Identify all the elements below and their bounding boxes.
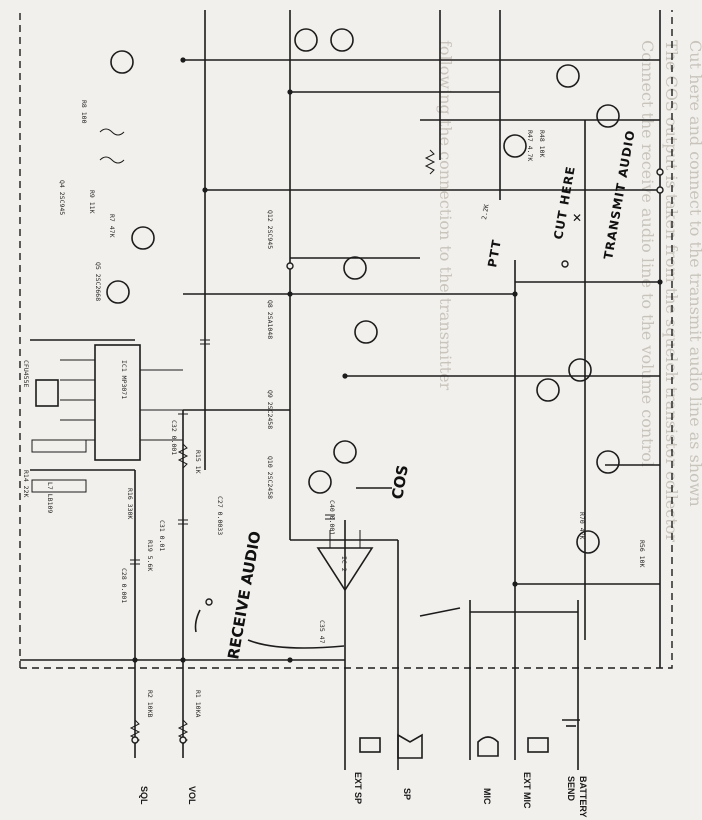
label-q8: Q8 2SA1048 — [266, 300, 274, 339]
label-r19: R19 5.6K — [146, 540, 154, 571]
label-r15: R15 1K — [194, 450, 202, 474]
label-r16: R16 330K — [126, 488, 134, 519]
label-r2: R2 10KB — [146, 690, 154, 717]
handwritten-annotations: RECEIVE AUDIO TRANSMIT AUDIO CUT HERE ✕ … — [194, 129, 638, 661]
svg-text:Cut here and connect to the tr: Cut here and connect to the transmit aud… — [686, 40, 702, 507]
board-outline — [19, 10, 673, 669]
cut-here-note: CUT HERE — [551, 165, 578, 241]
ic1-chip: IC1 MP3071 CFU455E — [22, 344, 183, 461]
bus-wires — [134, 10, 661, 770]
cut-x-mark: ✕ — [572, 211, 583, 225]
label-c27: C27 0.0033 — [216, 496, 224, 535]
label-r70: R70 47K — [578, 512, 586, 539]
label-r48: R48 10K — [538, 130, 546, 157]
label-q5: Q5 2SC2668 — [94, 262, 102, 301]
cos-note: COS — [388, 464, 412, 501]
filter-label: CFU455E — [22, 360, 30, 387]
label-battery: BATTERY — [578, 776, 588, 818]
connector-labels: SQL VOL EXT SP SP MIC EXT MIC SEND BATTE… — [139, 772, 588, 818]
label-ext-sp: EXT SP — [353, 772, 363, 804]
label-q12: Q12 2SC945 — [266, 210, 274, 249]
passive-components — [31, 128, 436, 745]
component-labels: R2 10KB R1 10KA R15 1K R19 5.6K R16 330K… — [22, 100, 646, 717]
label-r56: R56 10K — [638, 540, 646, 567]
junctions — [131, 57, 664, 744]
ic2-opamp: IC 2 — [316, 530, 374, 640]
label-vol: VOL — [187, 786, 197, 805]
transistors — [106, 28, 620, 554]
label-mic: MIC — [482, 788, 492, 805]
bottom-jacks — [359, 607, 580, 759]
label-r9: R9 11K — [88, 190, 96, 214]
ic2-label: IC 2 — [340, 556, 348, 572]
label-c31: C31 0.01 — [158, 520, 166, 551]
label-r7: R7 47K — [108, 214, 116, 238]
label-c35: C35 47 — [318, 620, 326, 644]
horizontal-wires — [20, 59, 660, 661]
label-l7: L7 LB109 — [46, 482, 54, 513]
bleed-through-text: Cut here and connect to the transmit aud… — [638, 40, 702, 542]
label-c40: C40 0.001 — [328, 500, 336, 535]
ptt-note: PTT — [485, 238, 504, 268]
svg-text:Connect the receive audio line: Connect the receive audio line to the vo… — [638, 40, 657, 467]
label-q4: Q4 2SC945 — [58, 180, 66, 215]
label-send: SEND — [566, 776, 576, 802]
label-q9: Q9 2SC2458 — [266, 390, 274, 429]
label-sp: SP — [402, 788, 412, 800]
ic1-label: IC1 MP3071 — [120, 360, 128, 399]
receive-audio-note: RECEIVE AUDIO — [224, 530, 264, 661]
label-r14: R14 22K — [22, 470, 30, 497]
label-r8: R8 100 — [80, 100, 88, 124]
label-q10: Q10 2SC2458 — [266, 456, 274, 499]
label-c28: C28 0.001 — [120, 568, 128, 603]
label-ext-mic: EXT MIC — [522, 772, 532, 809]
label-c32: C32 0.001 — [170, 420, 178, 455]
resistor-note: 2.2K — [480, 203, 491, 220]
label-sql: SQL — [139, 786, 149, 805]
transmit-audio-note: TRANSMIT AUDIO — [601, 129, 638, 261]
svg-text:The COS output is taken from t: The COS output is taken from the squelch… — [662, 40, 681, 542]
label-r1: R1 10KA — [194, 690, 202, 717]
label-r47: R47 4.7K — [526, 130, 534, 161]
